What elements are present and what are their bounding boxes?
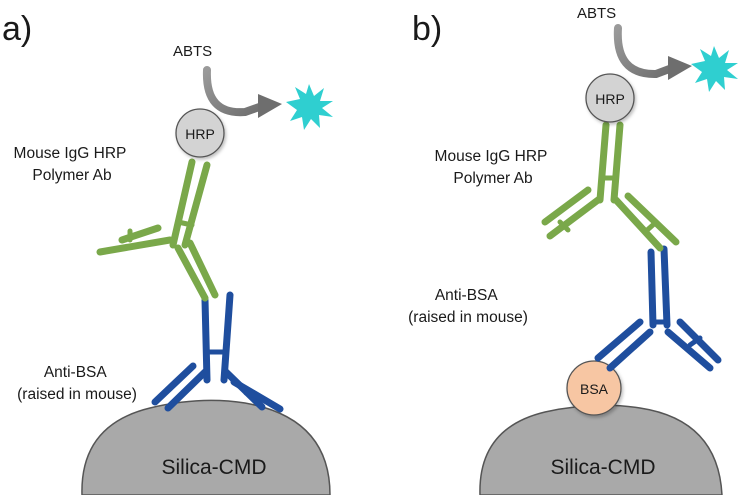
bsa-antigen: [566, 360, 622, 416]
abts-label-b: ABTS: [577, 5, 616, 22]
silica-substrate-b: [479, 404, 723, 495]
secondary-antibody-caption-a: Mouse IgG HRP Polymer Ab: [14, 145, 131, 184]
secondary-antibody-a: [96, 158, 219, 302]
secondary-antibody-b: [541, 121, 680, 252]
hrp-enzyme-a: [175, 108, 225, 158]
oxidized-product-star-a: [286, 84, 333, 130]
primary-antibody-caption-b: Anti-BSA (raised in mouse): [408, 287, 528, 326]
hrp-enzyme-b: [585, 73, 635, 123]
panel-a: a) Silica-CMD HRP: [2, 10, 333, 495]
substrate-label-b: Silica-CMD: [551, 456, 656, 479]
primary-antibody-a: [151, 291, 284, 413]
panel-b: b) Silica-CMD BSA: [408, 5, 738, 495]
silica-substrate-a: [81, 399, 331, 495]
substrate-label-a: Silica-CMD: [162, 456, 267, 479]
primary-antibody-b: [594, 245, 722, 372]
abts-label-a: ABTS: [173, 43, 212, 60]
bsa-label: BSA: [580, 381, 609, 397]
hrp-label-a: HRP: [185, 126, 215, 142]
hrp-label-b: HRP: [595, 91, 625, 107]
oxidized-product-star-b: [691, 46, 738, 92]
panel-b-label: b): [412, 10, 442, 48]
secondary-antibody-caption-b: Mouse IgG HRP Polymer Ab: [435, 148, 552, 187]
primary-antibody-caption-a: Anti-BSA (raised in mouse): [17, 364, 137, 403]
panel-a-label: a): [2, 10, 32, 48]
reaction-arrow-b: [613, 24, 692, 80]
reaction-arrow-a: [202, 66, 282, 118]
